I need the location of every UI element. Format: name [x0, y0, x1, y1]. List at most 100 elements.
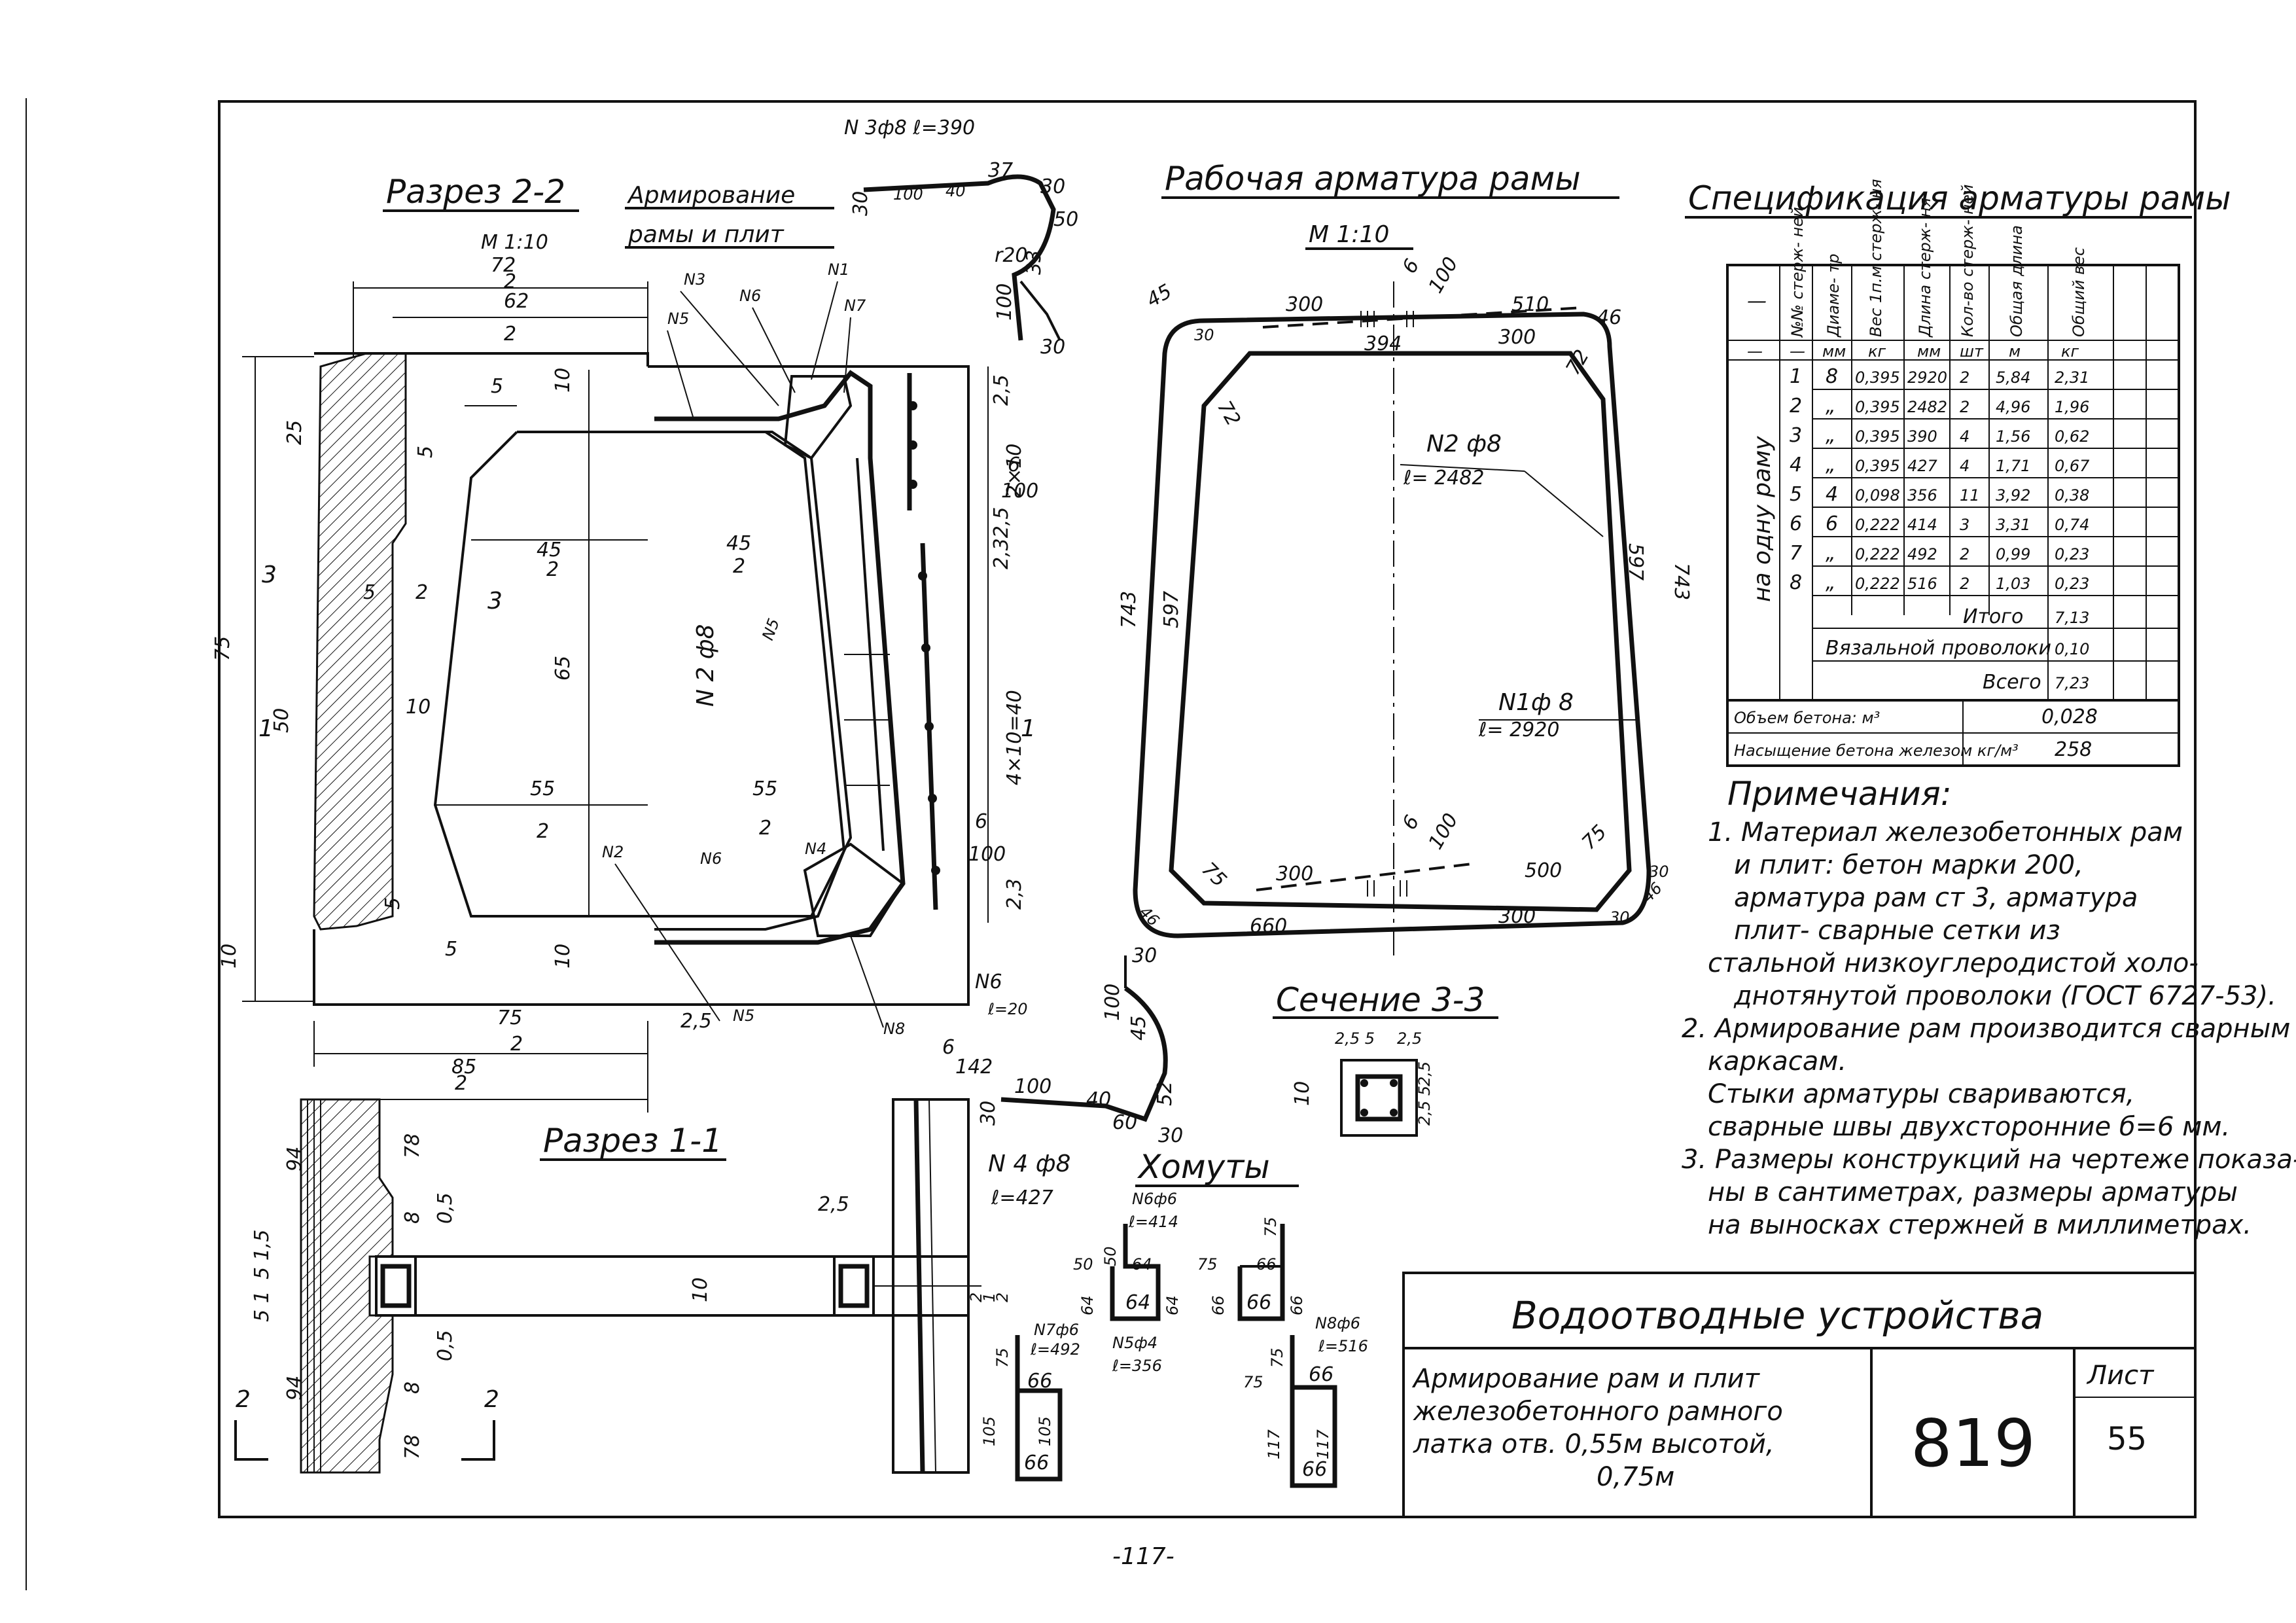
- svg-text:85: 85: [451, 1056, 476, 1079]
- svg-text:75: 75: [993, 1347, 1012, 1368]
- svg-text:60: 60: [1112, 1111, 1137, 1134]
- svg-text:45: 45: [1143, 280, 1176, 312]
- spec-cell: 5: [1790, 483, 1802, 506]
- svg-text:1: 1: [1021, 715, 1036, 742]
- svg-text:394: 394: [1364, 332, 1402, 355]
- svg-text:10: 10: [689, 1277, 712, 1302]
- label-n7-bar: N7ф6: [1034, 1321, 1079, 1339]
- svg-text:30: 30: [1610, 908, 1630, 927]
- svg-text:мм: мм: [1822, 342, 1846, 361]
- section-1-1-title: Разрез 1-1: [543, 1122, 722, 1160]
- page-number: -117-: [1112, 1543, 1174, 1570]
- spec-cell: „: [1826, 395, 1836, 418]
- svg-text:10: 10: [552, 368, 574, 393]
- svg-text:0,5: 0,5: [434, 1192, 457, 1224]
- svg-text:66: 66: [1309, 1363, 1333, 1386]
- spec-cell: 3: [1790, 424, 1802, 447]
- svg-text:65: 65: [552, 656, 574, 681]
- note-line: каркасам.: [1708, 1046, 1846, 1077]
- spec-cell: 0,222: [1855, 545, 1900, 563]
- label-n6: N6: [739, 287, 761, 305]
- svg-text:5: 5: [445, 938, 457, 961]
- label-n8: N8: [883, 1020, 905, 1038]
- svg-text:N6: N6: [975, 971, 1002, 993]
- label-n4-len: ℓ=427: [991, 1186, 1053, 1209]
- svg-text:55: 55: [752, 777, 777, 800]
- svg-text:1: 1: [980, 1293, 998, 1302]
- svg-text:743: 743: [1118, 591, 1140, 628]
- section-3-3-title: Сечение 3-3: [1276, 981, 1485, 1019]
- svg-text:10: 10: [406, 696, 431, 719]
- svg-text:10: 10: [1291, 1081, 1314, 1106]
- svg-text:117: 117: [1314, 1429, 1332, 1459]
- section-2-2-scale: М 1:10: [481, 231, 548, 254]
- svg-text:75: 75: [1578, 821, 1612, 855]
- note-line: 3. Размеры конструкций на чертеже показа…: [1682, 1145, 2296, 1175]
- title-desc-4: 0,75м: [1597, 1462, 1674, 1492]
- label-n5-low: N5: [733, 1007, 754, 1025]
- svg-text:Длина стерж- ня: Длина стерж- ня: [1916, 198, 1934, 338]
- svg-text:100: 100: [1014, 1075, 1051, 1098]
- svg-text:5: 5: [363, 581, 376, 604]
- spec-cell: „: [1826, 571, 1836, 594]
- svg-text:Объем бетона: м³: Объем бетона: м³: [1734, 709, 1880, 727]
- svg-text:100: 100: [893, 185, 923, 204]
- svg-text:75: 75: [211, 636, 234, 661]
- spec-cell: 1,03: [1996, 575, 2030, 593]
- svg-text:2,5: 2,5: [990, 374, 1013, 406]
- spec-table: Спецификация арматуры рамы — №№ стерж- н…: [1685, 179, 2231, 767]
- svg-text:64: 64: [1132, 1255, 1152, 1274]
- svg-text:м: м: [2009, 342, 2021, 361]
- svg-text:72: 72: [1562, 346, 1594, 379]
- spec-cell: 2482: [1907, 398, 1947, 416]
- svg-text:105: 105: [1036, 1416, 1054, 1446]
- svg-text:62: 62: [504, 290, 529, 313]
- spec-cell: 0,67: [2055, 457, 2090, 475]
- svg-text:78: 78: [401, 1133, 424, 1158]
- svg-text:45: 45: [1127, 1016, 1150, 1041]
- svg-text:Итого: Итого: [1963, 605, 2023, 628]
- note-line: Стыки арматуры свариваются,: [1708, 1079, 2134, 1109]
- svg-text:6: 6: [1398, 812, 1424, 834]
- svg-text:2×10: 2×10: [1003, 444, 1026, 497]
- svg-text:Насыщение бетона железом кг/м³: Насыщение бетона железом кг/м³: [1734, 741, 2019, 760]
- spec-cell: 5,84: [1996, 368, 2030, 387]
- title-main: Водоотводные устройства: [1511, 1293, 2043, 1338]
- svg-text:100: 100: [1424, 253, 1463, 297]
- spec-cell: 0,74: [2055, 516, 2089, 534]
- svg-text:94: 94: [283, 1147, 306, 1171]
- svg-text:—: —: [1790, 342, 1805, 361]
- svg-text:50: 50: [1101, 1246, 1120, 1266]
- spec-cell: 0,99: [1996, 545, 2030, 563]
- svg-text:2: 2: [504, 323, 516, 346]
- svg-text:6: 6: [1008, 454, 1020, 476]
- spec-cell: 2: [1790, 395, 1802, 418]
- svg-text:ℓ=20: ℓ=20: [987, 1000, 1028, 1018]
- label-n8-len: ℓ=516: [1318, 1337, 1368, 1355]
- svg-text:2: 2: [537, 820, 549, 843]
- svg-text:2: 2: [455, 1072, 467, 1095]
- svg-text:25: 25: [283, 420, 306, 445]
- svg-text:40: 40: [1086, 1088, 1111, 1111]
- svg-text:300: 300: [1286, 293, 1323, 316]
- svg-text:6: 6: [1398, 255, 1424, 277]
- svg-text:100: 100: [993, 283, 1016, 321]
- svg-text:75: 75: [1197, 1255, 1218, 1274]
- svg-text:50: 50: [1053, 208, 1078, 231]
- svg-text:0,028: 0,028: [2041, 705, 2098, 728]
- spec-cell: 1,71: [1996, 457, 2030, 475]
- reinforcement-title-2: рамы и плит: [627, 221, 785, 248]
- svg-text:258: 258: [2055, 738, 2092, 761]
- spec-cell: 516: [1907, 575, 1937, 593]
- svg-text:7,23: 7,23: [2055, 674, 2089, 692]
- svg-text:100: 100: [1101, 984, 1124, 1021]
- sheet-value: 55: [2107, 1421, 2147, 1457]
- svg-text:2: 2: [967, 1293, 985, 1302]
- label-frame-n1-len: ℓ= 2920: [1478, 719, 1559, 741]
- label-n1: N1: [828, 260, 849, 279]
- svg-text:75: 75: [1197, 858, 1231, 892]
- svg-text:4×10=40: 4×10=40: [1003, 690, 1026, 785]
- spec-cell: 11: [1960, 486, 1980, 505]
- svg-text:Кол-во стерж- ней: Кол-во стерж- ней: [1958, 185, 1977, 337]
